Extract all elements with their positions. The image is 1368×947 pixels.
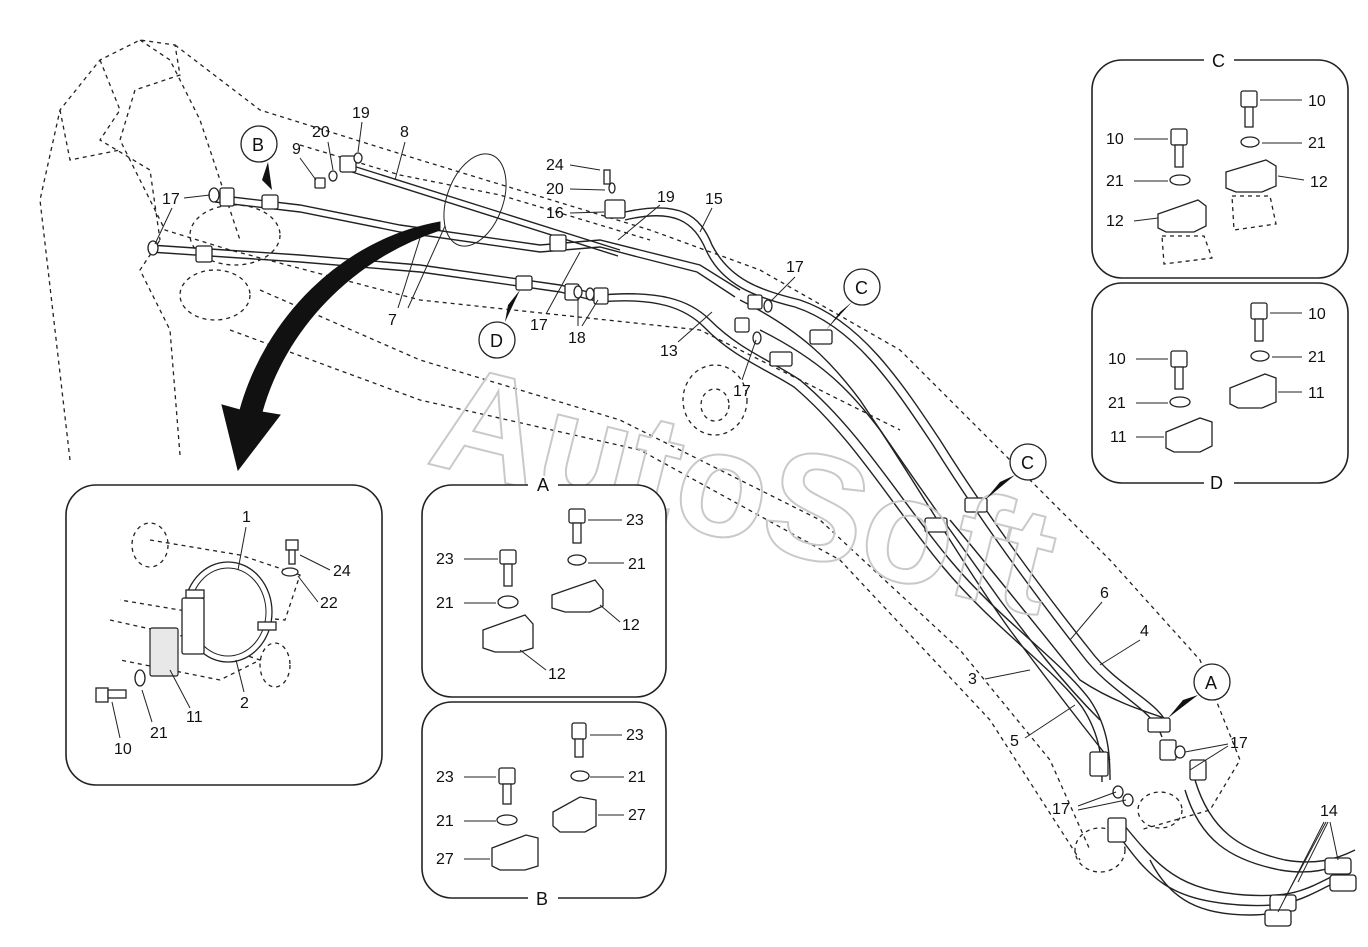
detail-c-bolt-left: 10 — [1106, 131, 1124, 148]
label-17-left: 17 — [162, 191, 180, 208]
pipe-fittings — [147, 152, 1357, 927]
detail-c: C 10 21 12 10 21 12 — [1091, 50, 1349, 279]
detail-b-clamp-left: 27 — [436, 851, 454, 868]
label-4: 4 — [1140, 623, 1149, 640]
detail-d-bolt-left: 10 — [1108, 351, 1126, 368]
callout-a-pointer — [1168, 695, 1198, 718]
detail-a-washer-left: 21 — [436, 595, 454, 612]
callout-b-circle — [240, 125, 278, 163]
callout-c2-circle — [1009, 443, 1047, 481]
callout-b: B — [252, 135, 264, 155]
label-13: 13 — [660, 343, 678, 360]
detail-d-title: D — [1210, 473, 1223, 493]
callout-d-circle — [478, 321, 516, 359]
clamp-label-1: 1 — [242, 509, 251, 526]
detail-d-washer-left: 21 — [1108, 395, 1126, 412]
label-17-bottom: 17 — [1052, 801, 1070, 818]
label-17-center: 17 — [530, 317, 548, 334]
detail-clamp: 1 24 22 2 11 21 10 — [65, 484, 383, 786]
detail-a-clamp-left: 12 — [548, 666, 566, 683]
detail-c-washer-right: 21 — [1308, 135, 1326, 152]
detail-b-bolt-right: 23 — [626, 727, 644, 744]
hydraulic-pipes — [149, 164, 1356, 916]
detail-d: D 10 21 11 10 21 11 — [1091, 282, 1349, 493]
clamp-label-2: 2 — [240, 695, 249, 712]
detail-a-title: A — [537, 475, 549, 495]
label-20-mid: 20 — [546, 181, 564, 198]
label-5: 5 — [1010, 733, 1019, 750]
callout-a-circle — [1193, 663, 1231, 701]
callout-d: D — [490, 331, 503, 351]
detail-d-clamp-right: 11 — [1308, 385, 1325, 402]
label-24: 24 — [546, 157, 564, 174]
label-18: 18 — [568, 330, 586, 347]
detail-a-bolt-right: 23 — [626, 512, 644, 529]
detail-d-washer-right: 21 — [1308, 349, 1326, 366]
label-19-mid: 19 — [657, 189, 675, 206]
detail-a-clamp-right: 12 — [622, 617, 640, 634]
detail-b: B 23 21 27 23 21 27 — [421, 701, 667, 909]
detail-a-bolt-left: 23 — [436, 551, 454, 568]
detail-c-clamp-right: 12 — [1310, 174, 1328, 191]
label-15: 15 — [705, 191, 723, 208]
main-labels: 19 20 9 8 17 7 24 20 16 19 15 17 — [154, 105, 1339, 913]
callout-c1-circle — [843, 268, 881, 306]
detail-a: A 23 21 12 23 21 12 — [421, 475, 667, 698]
label-17-right: 17 — [1230, 735, 1248, 752]
detail-b-washer-right: 21 — [628, 769, 646, 786]
label-6: 6 — [1100, 585, 1109, 602]
callout-d-pointer — [505, 290, 520, 322]
callout-c2-pointer — [985, 475, 1015, 500]
clamp-label-11: 11 — [186, 709, 203, 726]
label-17-right-top: 17 — [786, 259, 804, 276]
label-20: 20 — [312, 124, 330, 141]
callout-c1: C — [855, 278, 868, 298]
clamp-label-10: 10 — [114, 741, 132, 758]
detail-d-bolt-right: 10 — [1308, 306, 1326, 323]
label-3: 3 — [968, 671, 977, 688]
label-7: 7 — [388, 312, 397, 329]
clamp-label-24: 24 — [333, 563, 351, 580]
callout-a: A — [1205, 673, 1217, 693]
detail-c-bolt-right: 10 — [1308, 93, 1326, 110]
label-8: 8 — [400, 124, 409, 141]
detail-c-washer-left: 21 — [1106, 173, 1124, 190]
main-callouts: B D C C A — [240, 125, 1231, 718]
label-14: 14 — [1320, 803, 1338, 820]
clamp-label-21: 21 — [150, 725, 168, 742]
callout-b-pointer — [262, 162, 272, 190]
callout-c2: C — [1021, 453, 1034, 473]
label-19-top: 19 — [352, 105, 370, 122]
detail-b-clamp-right: 27 — [628, 807, 646, 824]
detail-b-washer-left: 21 — [436, 813, 454, 830]
label-17-mid: 17 — [733, 383, 751, 400]
detail-b-bolt-left: 23 — [436, 769, 454, 786]
label-16: 16 — [546, 205, 564, 222]
detail-c-title: C — [1212, 51, 1225, 71]
callout-c1-pointer — [826, 302, 852, 330]
detail-c-clamp-left: 12 — [1106, 213, 1124, 230]
detail-a-washer-right: 21 — [628, 556, 646, 573]
detail-b-title: B — [536, 889, 548, 909]
label-9: 9 — [292, 141, 301, 158]
detail-arrow — [221, 221, 441, 472]
clamp-label-22: 22 — [320, 595, 338, 612]
detail-d-clamp-left: 11 — [1110, 429, 1127, 446]
